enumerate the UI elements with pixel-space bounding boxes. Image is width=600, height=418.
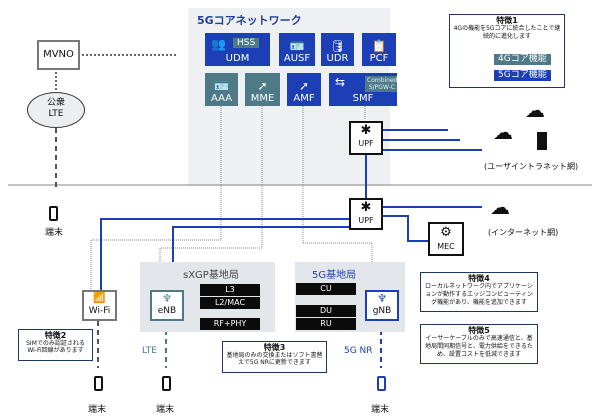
- cloud-sync-icon: ☁: [525, 98, 545, 122]
- nf-mme: ➚ MME: [245, 73, 280, 106]
- feature-5-text: イーサーケーブルのみで高速通信と、基地局間同期信号と、電力供給をできるため、設置…: [425, 335, 533, 358]
- nf-ausf: 🪪 AUSF: [279, 33, 315, 66]
- lte-link-label: LTE: [142, 346, 157, 356]
- feature-2-note: 特徴2 SIMでのみ認証されるWi-Fi回線があります: [18, 329, 93, 361]
- swap-arrows-icon: ⇆: [335, 75, 346, 89]
- wifi-router-icon: 📶: [93, 293, 106, 304]
- network-hub-icon: ✱: [360, 200, 372, 215]
- network-hub-icon: ✱: [360, 123, 372, 138]
- nf-label: AUSF: [283, 53, 311, 64]
- antenna-tower-icon: ♆: [377, 292, 387, 305]
- wifi-label: Wi-Fi: [88, 306, 111, 316]
- nf-pcf: 📋 PCF: [362, 33, 396, 66]
- layer-l2-mac: L2/MAC: [200, 297, 260, 309]
- feature-1-title: 特徴1: [496, 16, 518, 25]
- layer-rf-phy: RF+PHY: [200, 318, 260, 330]
- sxgp-title: sXGP基地局: [183, 270, 239, 281]
- antenna-tower-icon: ♆: [162, 292, 172, 305]
- public-lte-line1: 公衆: [46, 98, 65, 108]
- nf-aaa: 🪪 AAA: [205, 73, 238, 106]
- layer-ru: RU: [296, 318, 356, 330]
- database-icon: 🛢: [329, 39, 346, 53]
- nf-label: PCF: [369, 53, 389, 64]
- mvno-box: MVNO: [37, 40, 80, 70]
- terminal-phone-icon: [49, 206, 58, 221]
- terminal-label: 端末: [45, 228, 64, 238]
- cursor-icon: ➚: [257, 79, 268, 93]
- feature-4-text: ローカルネットワーク内でアプリケーションが動作するエッジコンピューティング機能が…: [425, 283, 533, 306]
- upf-bottom-label: UPF: [358, 216, 374, 225]
- upf-top-label: UPF: [358, 139, 374, 148]
- public-lte-line2: LTE: [48, 109, 64, 119]
- layer-l3: L3: [200, 284, 260, 296]
- gnb-node: ♆ gNB: [365, 290, 399, 321]
- cursor-icon: ➚: [298, 79, 310, 93]
- layer-cu: CU: [296, 283, 356, 295]
- public-lte-ellipse: 公衆 LTE: [27, 92, 85, 128]
- mvno-label: MVNO: [43, 49, 74, 60]
- feature-2-title: 特徴2: [44, 331, 67, 340]
- upf-bottom: ✱ UPF: [349, 198, 383, 230]
- legend-4g-core: 4Gコア機能: [494, 54, 551, 65]
- mec-box: ⚙ MEC: [428, 222, 464, 256]
- feature-1-text: 4Gの機能を5Gコアに統合したことで継続的に進化します: [453, 25, 561, 40]
- terminal-label: 端末: [88, 405, 107, 415]
- nf-label: UDM: [225, 53, 250, 64]
- id-card-icon: 🪪: [214, 79, 229, 93]
- hss-badge: HSS: [233, 38, 260, 48]
- terminal-phone-icon: [162, 376, 171, 391]
- nf-smf: ⇆ Combined S/PGW-C SMF: [329, 73, 397, 106]
- nf-label: AMF: [293, 93, 315, 104]
- nf-label: AAA: [210, 93, 233, 104]
- layer-du: DU: [296, 305, 356, 317]
- terminal-label: 端末: [371, 405, 390, 415]
- intranet-label: (ユーザイントラネット網): [484, 162, 579, 171]
- gnb-label: gNB: [372, 306, 392, 316]
- nf-udr: 🛢 UDR: [321, 33, 354, 66]
- core-network-title: 5Gコアネットワーク: [197, 14, 302, 27]
- enb-node: ♆ eNB: [150, 290, 184, 321]
- feature-3-title: 特徴3: [263, 343, 286, 352]
- nf-label: MME: [250, 93, 275, 104]
- gears-icon: ⚙: [440, 225, 452, 240]
- legend-5g-core: 5Gコア機能: [494, 70, 551, 81]
- building-icon: [537, 132, 547, 150]
- wifi-ap: 📶 Wi-Fi: [82, 290, 117, 321]
- feature-4-note: 特徴4 ローカルネットワーク内でアプリケーションが動作するエッジコンピューティン…: [420, 272, 538, 312]
- feature-3-text: 基地局のみの交換またはソフト書替えで5G NRに更新できます: [226, 352, 323, 366]
- feature-5-note: 特徴5 イーサーケーブルのみで高速通信と、基地局間同期信号と、電力供給をできるた…: [420, 324, 538, 364]
- feature-5-title: 特徴5: [468, 326, 490, 335]
- terminal-phone-icon: [94, 376, 103, 391]
- feature-4-title: 特徴4: [468, 274, 490, 283]
- nf-label: UDR: [326, 53, 349, 64]
- nf-amf: ➚ AMF: [287, 73, 321, 106]
- mec-label: MEC: [437, 242, 455, 251]
- 5g-nr-link-label: 5G NR: [344, 346, 373, 356]
- feature-3-note: 特徴3 基地局のみの交換またはソフト書替えで5G NRに更新できます: [222, 341, 327, 373]
- nf-label: SMF: [352, 93, 374, 104]
- 5g-bs-title: 5G基地局: [312, 270, 357, 281]
- cloud-sync-icon: ☁: [490, 195, 510, 219]
- nf-udm: 👥 HSS UDM: [205, 33, 270, 66]
- cloud-sync-icon: ☁: [493, 120, 513, 144]
- upf-top: ✱ UPF: [349, 121, 383, 155]
- users-icon: 👥: [211, 37, 226, 51]
- checklist-icon: 📋: [371, 39, 387, 53]
- enb-label: eNB: [157, 306, 177, 316]
- internet-label: (インターネット網): [488, 228, 559, 237]
- feature-1-note: 特徴1 4Gの機能を5Gコアに統合したことで継続的に進化します 4Gコア機能 5…: [449, 14, 565, 88]
- feature-2-text: SIMでのみ認証されるWi-Fi回線があります: [26, 340, 85, 354]
- terminal-phone-icon: [377, 376, 386, 391]
- terminal-label: 端末: [156, 405, 175, 415]
- combined-spgw-badge: Combined S/PGW-C: [365, 76, 398, 92]
- id-card-icon: 🪪: [289, 39, 305, 53]
